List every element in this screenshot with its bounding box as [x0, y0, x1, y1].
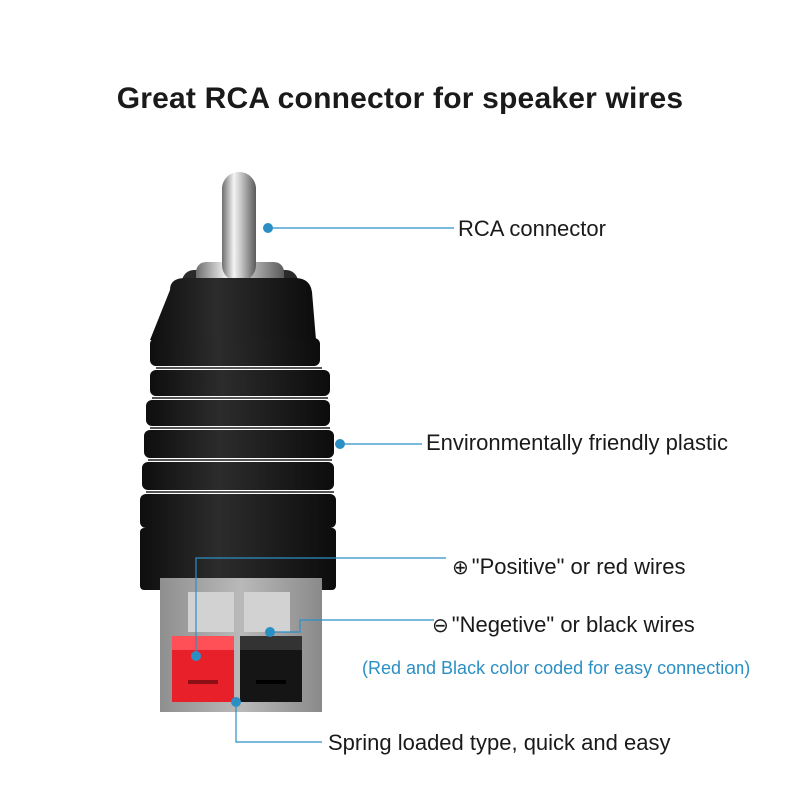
negative-text: "Negetive" or black wires: [451, 612, 695, 637]
page-title: Great RCA connector for speaker wires: [116, 82, 684, 115]
callout-dots: [191, 223, 345, 707]
positive-icon: ⊕: [452, 557, 469, 579]
terminal-block: [160, 578, 322, 712]
spring-loaded-label: Spring loaded type, quick and easy: [328, 730, 671, 755]
positive-text: "Positive" or red wires: [471, 554, 686, 579]
color-coded-note: (Red and Black color coded for easy conn…: [362, 658, 751, 678]
plastic-label: Environmentally friendly plastic: [426, 430, 729, 455]
rca-connector-label: RCA connector: [458, 216, 606, 241]
negative-wires-label: ⊖"Negetive" or black wires: [432, 612, 695, 638]
callout-lines: [195, 227, 454, 743]
negative-icon: ⊖: [432, 615, 449, 637]
positive-wires-label: ⊕"Positive" or red wires: [452, 554, 685, 580]
plastic-body: [140, 278, 336, 590]
